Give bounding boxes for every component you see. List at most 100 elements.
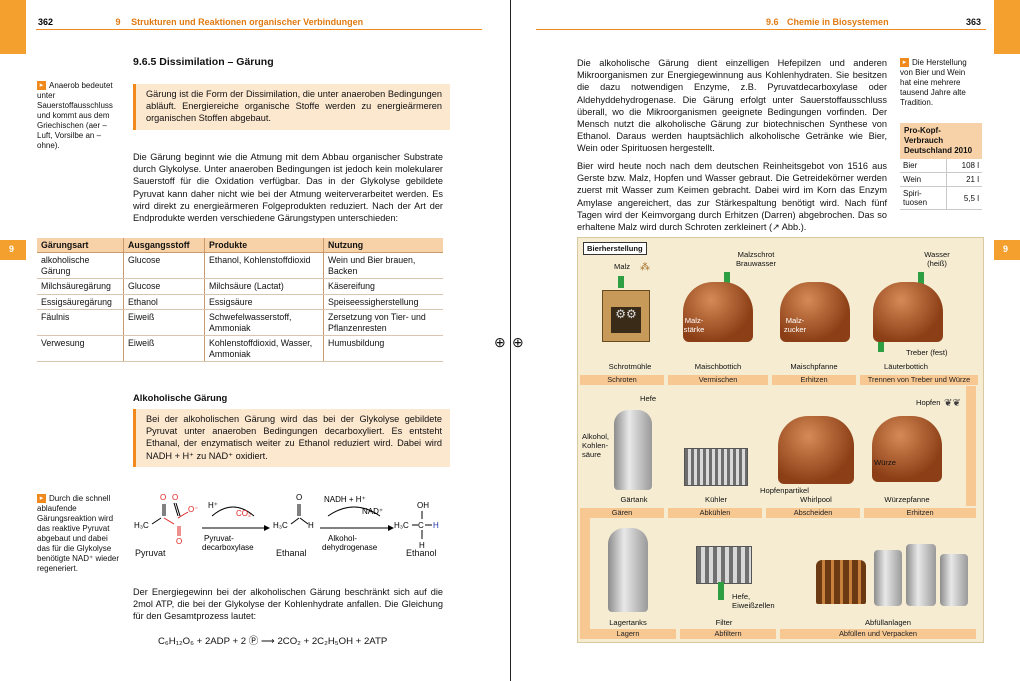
output-hopfenpartikel: Hopfenpartikel bbox=[760, 486, 809, 495]
corner-tab-right bbox=[994, 0, 1020, 54]
table-cell: Essigsäuregärung bbox=[37, 294, 124, 310]
station-label: Filter bbox=[715, 618, 733, 627]
step-band: Abscheiden bbox=[766, 508, 860, 518]
input-malzschrot: Malzschrot Brauwasser bbox=[735, 250, 777, 268]
station-label: Abfüllanlagen bbox=[864, 618, 912, 627]
fermentation-table: Gärungsart Ausgangsstoff Produkte Nutzun… bbox=[37, 238, 443, 362]
subheading-alkoholische-gaerung: Alkoholische Gärung bbox=[133, 392, 228, 403]
arrow-marker-icon: ▸ bbox=[37, 81, 46, 90]
section-title: 9.6.5 Dissimilation – Gärung bbox=[133, 56, 274, 68]
side-note-nad-text: Durch die schnell ablaufende Gärungsreak… bbox=[37, 494, 120, 573]
svg-text:Alkohol-: Alkohol- bbox=[328, 534, 357, 543]
margin-tab-right bbox=[994, 240, 1020, 260]
svg-text:O: O bbox=[172, 493, 178, 502]
table-cell: Wein bbox=[900, 172, 947, 187]
table-header: Gärungsart bbox=[37, 238, 124, 253]
hops-icon: ❦❦ bbox=[944, 398, 961, 409]
label-wuerze: Würze bbox=[874, 458, 896, 467]
overall-equation: C₆H₁₂O₆ + 2ADP + 2 Ⓟ ⟶ 2CO₂ + 2C₂H₅OH + … bbox=[158, 636, 388, 647]
right-paragraph-2: Bier wird heute noch nach dem deutschen … bbox=[577, 161, 887, 233]
input-arrow-icon bbox=[724, 272, 730, 286]
side-note-anaerob-text: Anaerob bedeutet unter Sauerstoffausschl… bbox=[37, 81, 113, 150]
table-cell: Schwefelwasserstoff, Ammoniak bbox=[204, 309, 324, 336]
table-header: Nutzung bbox=[323, 238, 443, 253]
input-hopfen: Hopfen bbox=[916, 398, 941, 407]
step-band: Abkühlen bbox=[668, 508, 762, 518]
step-band: Gären bbox=[580, 508, 664, 518]
side-note-anaerob: ▸Anaerob bedeutet unter Sauerstoffaussch… bbox=[37, 81, 122, 151]
station-label: Maischpfanne bbox=[790, 362, 838, 371]
station-label: Würzepfanne bbox=[884, 495, 930, 504]
table-cell: Spiri-tuosen bbox=[900, 186, 947, 210]
input-wasser: Wasser (heiß) bbox=[924, 250, 950, 268]
page-header-right: 9.6 Chemie in Biosystemen bbox=[766, 17, 889, 27]
station-label: Gärtank bbox=[620, 495, 648, 504]
svg-text:C: C bbox=[418, 521, 424, 530]
intro-paragraph: Die Gärung beginnt wie die Atmung mit de… bbox=[133, 152, 443, 224]
table-row: alkoholische Gärung Glucose Ethanol, Koh… bbox=[37, 252, 443, 279]
table-cell: Ethanol, Kohlenstoffdioxid bbox=[204, 252, 324, 279]
margin-tab-number: 9 bbox=[1003, 244, 1009, 254]
station-label: Whirlpool bbox=[800, 495, 832, 504]
flow-connector bbox=[580, 518, 590, 634]
table-cell: Milchsäure (Lactat) bbox=[204, 278, 324, 295]
fermenter-icon bbox=[614, 410, 652, 490]
svg-text:O: O bbox=[160, 493, 166, 502]
input-hefe: Hefe bbox=[640, 394, 657, 403]
table-cell: Milchsäuregärung bbox=[37, 278, 124, 295]
table-cell: Eiweiß bbox=[123, 309, 205, 336]
station-label: Schrotmühle bbox=[608, 362, 652, 371]
table-header: Produkte bbox=[204, 238, 324, 253]
table-cell: Fäulnis bbox=[37, 309, 124, 336]
table-cell: Käsereifung bbox=[323, 278, 443, 295]
svg-text:CO₂: CO₂ bbox=[236, 509, 251, 518]
table-cell: Wein und Bier brauen, Backen bbox=[323, 252, 443, 279]
output-alkohol: Alkohol, Kohlen-säure bbox=[582, 432, 610, 459]
diagram-title: Bierherstellung bbox=[583, 242, 647, 255]
table-header-row: Gärungsart Ausgangsstoff Produkte Nutzun… bbox=[37, 238, 443, 253]
label-malzzucker: Malz-zucker bbox=[783, 316, 807, 334]
step-band: Vermischen bbox=[668, 375, 768, 385]
reaction-scheme: H₃C O O O⁻ O H⁺ CO₂ Pyruvat- decarboxyla… bbox=[134, 493, 439, 552]
margin-tab-number: 9 bbox=[9, 244, 15, 254]
energy-paragraph: Der Energiegewinn bei der alkoholischen … bbox=[133, 587, 443, 622]
svg-text:NADH + H⁺: NADH + H⁺ bbox=[324, 495, 366, 504]
table-row: Milchsäuregärung Glucose Milchsäure (Lac… bbox=[37, 278, 443, 295]
filter-icon bbox=[696, 546, 752, 584]
arrow-marker-icon: ▸ bbox=[37, 494, 46, 503]
table-cell: Glucose bbox=[123, 278, 205, 295]
definition-box: Gärung ist die Form der Dissimilation, d… bbox=[133, 84, 450, 130]
table-row: Fäulnis Eiweiß Schwefelwasserstoff, Ammo… bbox=[37, 309, 443, 336]
step-band: Schroten bbox=[580, 375, 664, 385]
step-band: Erhitzen bbox=[772, 375, 856, 385]
section-number: 9.6 bbox=[766, 17, 779, 27]
corner-tab-left bbox=[0, 0, 26, 54]
table-cell: 5,5 l bbox=[946, 186, 982, 210]
consumption-table: Pro-Kopf-Verbrauch Deutschland 2010 Bier… bbox=[900, 123, 982, 210]
svg-text:decarboxylase: decarboxylase bbox=[202, 543, 254, 552]
table-cell: Ethanol bbox=[123, 294, 205, 310]
step-band: Trennen von Treber und Würze bbox=[860, 375, 978, 385]
step-band: Lagern bbox=[580, 629, 676, 639]
svg-text:dehydrogenase: dehydrogenase bbox=[322, 543, 378, 552]
table-cell: Verwesung bbox=[37, 335, 124, 362]
whirlpool-icon bbox=[778, 416, 854, 484]
svg-text:H: H bbox=[419, 541, 425, 550]
svg-text:H₃C: H₃C bbox=[134, 521, 149, 530]
alcoholic-fermentation-box: Bei der alkoholischen Gärung wird das be… bbox=[133, 409, 450, 467]
table-row: Verwesung Eiweiß Kohlenstoffdioxid, Wass… bbox=[37, 335, 443, 362]
page-header-left: 362 9 Strukturen und Reaktionen organisc… bbox=[38, 17, 363, 27]
svg-text:O⁻: O⁻ bbox=[188, 505, 198, 514]
table-cell: 21 l bbox=[946, 172, 982, 187]
table-cell: Humusbildung bbox=[323, 335, 443, 362]
margin-tab-left bbox=[0, 240, 26, 260]
label-pyruvat: Pyruvat bbox=[135, 548, 166, 558]
header-rule-left bbox=[36, 29, 482, 30]
station-label: Maischbottich bbox=[694, 362, 742, 371]
mash-tun-icon bbox=[683, 282, 753, 342]
keg-icon bbox=[874, 550, 902, 606]
svg-text:H: H bbox=[308, 521, 314, 530]
table-cell: Speiseessigherstellung bbox=[323, 294, 443, 310]
